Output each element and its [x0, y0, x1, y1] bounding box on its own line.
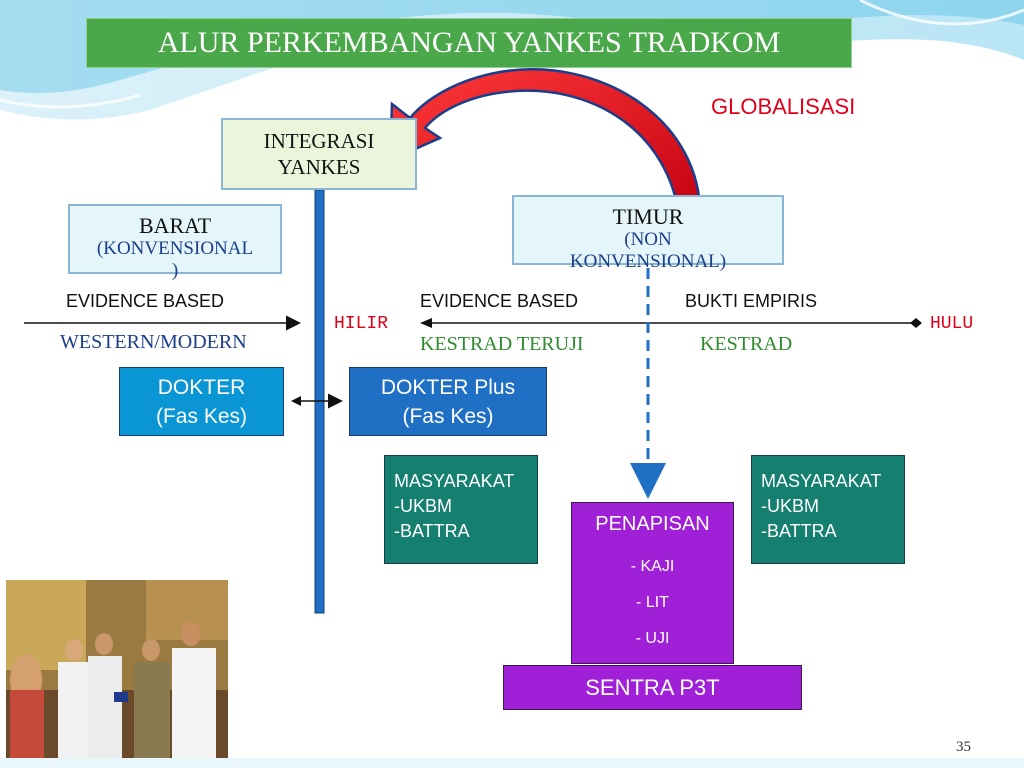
barat-title: BARAT	[138, 213, 212, 238]
kestrad-teruji-label: KESTRAD TERUJI	[420, 333, 584, 355]
bukti-empiris-label: BUKTI EMPIRIS	[685, 291, 818, 311]
globalisasi-curved-arrow	[388, 68, 702, 224]
masyarakat-right-line3: -BATTRA	[761, 521, 837, 541]
photo-illustration	[6, 580, 228, 758]
page-number: 35	[956, 739, 971, 755]
hulu-label: HULU	[930, 314, 974, 334]
integrasi-line2: YANKES	[277, 155, 361, 179]
timur-title: TIMUR	[612, 204, 684, 229]
dokter-line1: DOKTER	[157, 376, 246, 399]
barat-subtitle: (KONVENSIONAL	[96, 238, 254, 259]
timur-subtitle-end: KONVENSIONAL)	[569, 251, 727, 272]
penapisan-title: PENAPISAN	[595, 513, 710, 535]
timur-subtitle: (NON	[624, 229, 672, 250]
penapisan-item-lit: - LIT	[636, 594, 669, 611]
penapisan-box: PENAPISAN - KAJI - LIT - UJI	[571, 502, 734, 664]
western-modern-label: WESTERN/MODERN	[60, 331, 247, 353]
slide-title: ALUR PERKEMBANGAN YANKES TRADKOM	[86, 18, 852, 68]
dokter-plus-line2: (Fas Kes)	[402, 405, 494, 428]
masyarakat-right-box: MASYARAKAT -UKBM -BATTRA	[751, 455, 905, 564]
dokter-plus-line1: DOKTER Plus	[380, 376, 516, 399]
group-photo	[6, 580, 228, 758]
dokter-box: DOKTER (Fas Kes)	[119, 367, 284, 436]
penapisan-item-kaji: - KAJI	[630, 558, 675, 575]
barat-box: BARAT (KONVENSIONAL )	[68, 204, 282, 281]
hilir-label: HILIR	[334, 314, 389, 334]
sentra-p3t-box: SENTRA P3T	[503, 665, 802, 710]
globalisasi-label: GLOBALISASI	[711, 94, 856, 119]
penapisan-item-uji: - UJI	[635, 630, 670, 647]
timur-box: TIMUR (NON KONVENSIONAL)	[512, 195, 784, 272]
dokter-plus-box: DOKTER Plus (Fas Kes)	[349, 367, 547, 436]
dokter-line2: (Fas Kes)	[155, 405, 247, 428]
masyarakat-left-box: MASYARAKAT -UKBM -BATTRA	[384, 455, 538, 564]
masyarakat-left-line1: MASYARAKAT	[394, 471, 515, 491]
integrasi-line1: INTEGRASI	[263, 129, 375, 153]
kestrad-label: KESTRAD	[700, 333, 793, 355]
masyarakat-right-line2: -UKBM	[761, 496, 819, 516]
masyarakat-left-line2: -UKBM	[394, 496, 452, 516]
integrasi-yankes-box: INTEGRASI YANKES	[221, 118, 417, 190]
evidence-based-left-label: EVIDENCE BASED	[66, 291, 225, 311]
masyarakat-left-line3: -BATTRA	[394, 521, 470, 541]
masyarakat-right-line1: MASYARAKAT	[761, 471, 882, 491]
barat-subtitle-end: )	[171, 260, 179, 281]
evidence-based-right-label: EVIDENCE BASED	[420, 291, 579, 311]
